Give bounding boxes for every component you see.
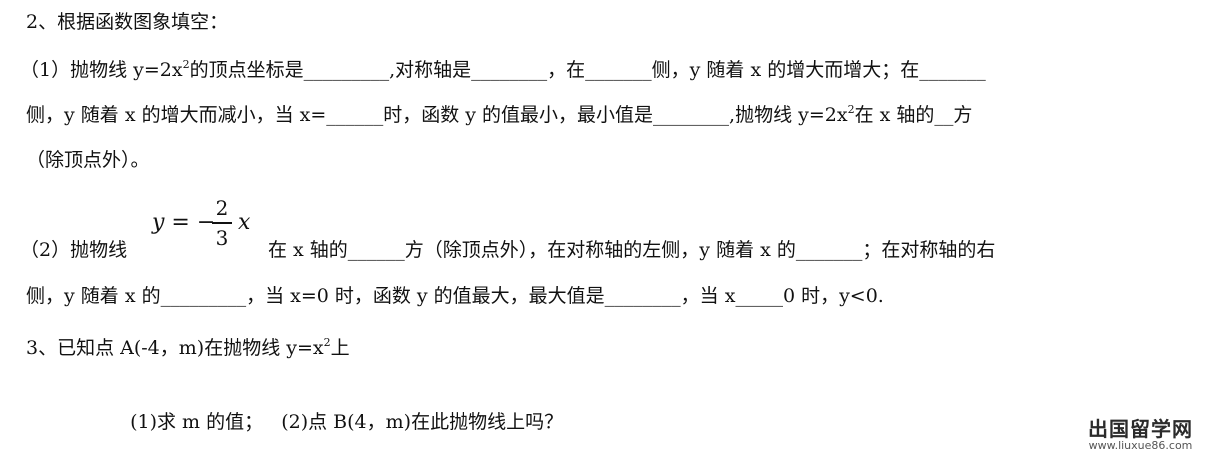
question-3-subparts: (1)求 m 的值； (2)点 B(4，m)在此抛物线上吗？ <box>130 411 564 433</box>
watermark-url: www.liuxue86.com <box>1088 439 1193 452</box>
watermark-logo: 出国留学网 www.liuxue86.com <box>1088 418 1193 452</box>
q2-part2-line2: 侧，y 随着 x 的_________，当 x=0 时，函数 y 的值最大，最大… <box>26 285 884 307</box>
formula-numerator: 2 <box>215 196 229 220</box>
formula-variable: x <box>238 210 251 235</box>
formula-lhs: y = − <box>152 210 216 235</box>
watermark-title: 出国留学网 <box>1088 417 1193 441</box>
formula-denominator: 3 <box>215 225 229 250</box>
formula-fraction: 2 3 <box>212 196 232 250</box>
question-3-heading: 3、已知点 A(-4，m)在抛物线 y=x2上 <box>26 336 350 359</box>
fraction-bar <box>212 222 232 224</box>
question-2-heading: 2、根据函数图象填空： <box>26 11 229 33</box>
q2-part1-line1: （1）抛物线 y=2x2的顶点坐标是_________,对称轴是________… <box>20 58 986 81</box>
q2-part1-line3: （除顶点外）。 <box>26 149 150 171</box>
q2-part2-line1-rest: 在 x 轴的______方（除顶点外），在对称轴的左侧，y 随着 x 的____… <box>268 239 996 261</box>
q2-part1-line2: 侧，y 随着 x 的增大而减小，当 x=______时，函数 y 的值最小，最小… <box>26 103 973 126</box>
q2-part2-line1: （2）抛物线 <box>20 239 128 261</box>
